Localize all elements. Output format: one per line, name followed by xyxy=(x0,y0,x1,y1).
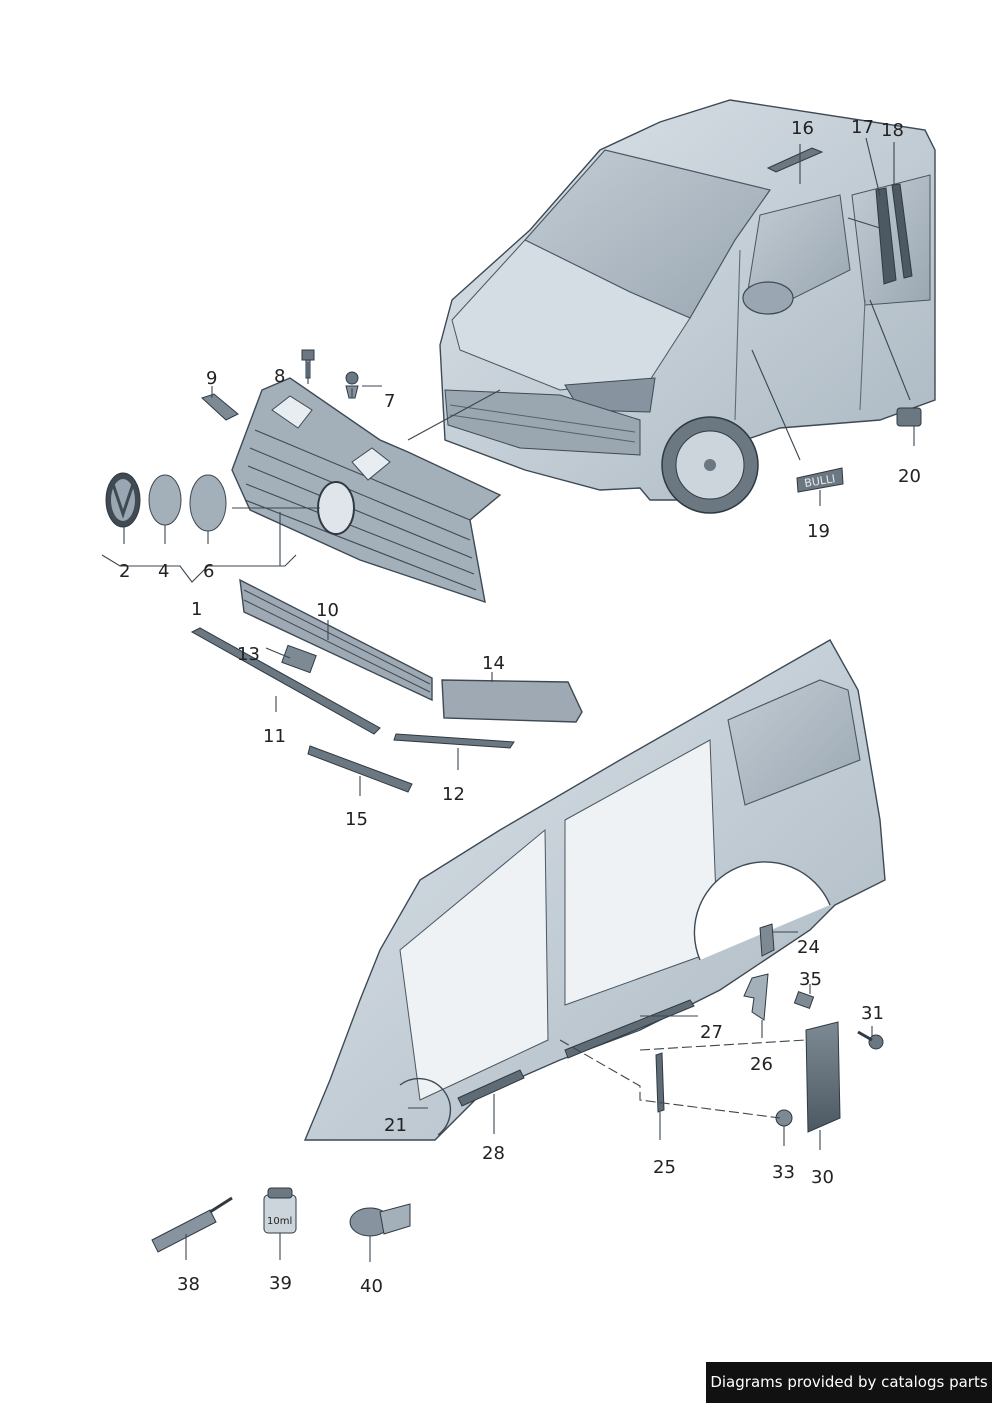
label-part-19: 19 xyxy=(807,521,830,542)
label-part-25: 25 xyxy=(653,1157,676,1178)
label-part-26: 26 xyxy=(750,1054,773,1075)
fog-grille-14 xyxy=(441,679,583,723)
label-part-18: 18 xyxy=(881,120,904,141)
label-part-40: 40 xyxy=(360,1276,383,1297)
label-part-12: 12 xyxy=(442,784,465,805)
label-part-31: 31 xyxy=(861,1003,884,1024)
label-part-20: 20 xyxy=(898,466,921,487)
label-part-30: 30 xyxy=(811,1167,834,1188)
label-part-15: 15 xyxy=(345,809,368,830)
attribution-banner: Diagrams provided by catalogs parts xyxy=(706,1362,992,1403)
trim-15 xyxy=(307,745,413,793)
van-illustration: BULLI xyxy=(439,99,936,514)
grille-assembly xyxy=(231,377,502,604)
emblem-4 xyxy=(148,474,182,526)
label-part-35: 35 xyxy=(799,969,822,990)
part-26 xyxy=(743,973,769,1021)
label-part-13: 13 xyxy=(237,644,260,665)
bottle-39: 10ml xyxy=(263,1187,297,1234)
leader-lines xyxy=(101,137,915,1262)
trim-11 xyxy=(190,627,381,735)
part-25 xyxy=(655,1052,665,1113)
emblem-6 xyxy=(189,474,227,532)
bracket-13 xyxy=(281,644,317,674)
label-part-6: 6 xyxy=(203,561,214,582)
label-part-1: 1 xyxy=(191,599,202,620)
part-24 xyxy=(759,923,775,957)
sill-trim-27 xyxy=(564,999,695,1059)
screw-35 xyxy=(793,990,815,1010)
trim-12 xyxy=(393,733,515,749)
side-body-structure xyxy=(303,639,886,1141)
attribution-text: Diagrams provided by catalogs parts xyxy=(710,1373,988,1391)
bracket-9 xyxy=(201,393,239,421)
mud-flap-30 xyxy=(805,1021,841,1133)
label-part-4: 4 xyxy=(158,561,169,582)
label-part-38: 38 xyxy=(177,1274,200,1295)
part-numbers: 1 2 4 6 7 8 9 10 11 12 13 14 15 16 17 18… xyxy=(119,117,921,1297)
tape-40 xyxy=(349,1203,411,1237)
label-part-24: 24 xyxy=(797,937,820,958)
label-part-28: 28 xyxy=(482,1143,505,1164)
screw-31 xyxy=(857,1030,884,1050)
label-part-21: 21 xyxy=(384,1115,407,1136)
label-part-39: 39 xyxy=(269,1273,292,1294)
emblem-2 xyxy=(105,472,141,528)
label-part-16: 16 xyxy=(791,118,814,139)
bottle-label: 10ml xyxy=(267,1216,292,1227)
clip-7 xyxy=(345,371,359,399)
bulli-badge: BULLI xyxy=(796,467,844,493)
applicator-38 xyxy=(151,1196,233,1253)
lower-grille-10 xyxy=(239,578,433,702)
label-part-27: 27 xyxy=(700,1022,723,1043)
label-part-10: 10 xyxy=(316,600,339,621)
label-part-7: 7 xyxy=(384,391,395,412)
bulli-badge-text: BULLI xyxy=(803,472,836,490)
sill-trim-28 xyxy=(457,1069,525,1107)
label-part-14: 14 xyxy=(482,653,505,674)
label-part-8: 8 xyxy=(274,366,285,387)
label-part-9: 9 xyxy=(206,368,217,389)
label-part-2: 2 xyxy=(119,561,130,582)
label-part-17: 17 xyxy=(851,117,874,138)
label-part-33: 33 xyxy=(772,1162,795,1183)
label-part-11: 11 xyxy=(263,726,286,747)
